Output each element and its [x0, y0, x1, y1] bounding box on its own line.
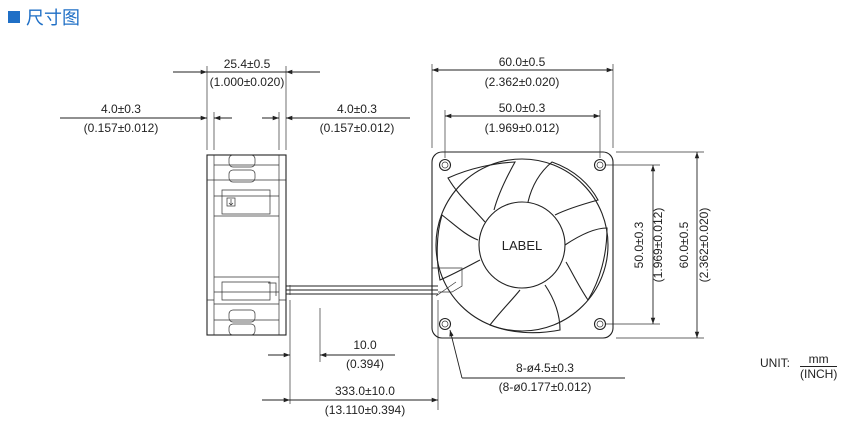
unit-label: UNIT:: [760, 356, 790, 370]
section-title-text: 尺寸图: [26, 8, 80, 29]
dim-width: 60.0±0.5 (2.362±0.020): [431, 55, 614, 148]
fan-label: LABEL: [502, 238, 542, 253]
section-title: 尺寸图: [8, 4, 80, 30]
dim-hole-diameter-in: (8-ø0.177±0.012): [499, 380, 592, 394]
dim-height: 60.0±0.5 (2.362±0.020): [616, 151, 711, 339]
dim-hole-diameter: 8-ø4.5±0.3 (8-ø0.177±0.012): [449, 329, 625, 394]
dim-width-in: (2.362±0.020): [485, 75, 560, 89]
dim-v-hole-spacing-mm: 50.0±0.3: [632, 221, 646, 268]
dim-vertical-hole-spacing: 50.0±0.3 (1.969±0.012): [606, 164, 665, 325]
unit-fraction: mm (INCH): [800, 352, 838, 381]
dim-right-offset-mm: 4.0±0.3: [337, 102, 377, 116]
dim-right-offset-in: (0.157±0.012): [320, 121, 395, 135]
unit-numerator: mm: [800, 352, 838, 367]
dim-frame-depth-in: (1.000±0.020): [210, 75, 285, 89]
dim-lead-length: 333.0±10.0 (13.110±0.394): [262, 300, 439, 417]
dim-strip-length: 10.0 (0.394): [268, 300, 395, 404]
dim-strip-mm: 10.0: [353, 338, 377, 352]
dim-right-offset: 4.0±0.3 (0.157±0.012): [262, 102, 410, 150]
dim-hole-spacing: 50.0±0.3 (1.969±0.012): [444, 101, 601, 158]
dim-v-hole-spacing-in: (1.969±0.012): [651, 208, 665, 283]
dim-left-offset-mm: 4.0±0.3: [101, 102, 141, 116]
square-bullet-icon: [8, 11, 20, 23]
dim-lead-mm: 333.0±10.0: [335, 384, 395, 398]
fan-side-view: [206, 154, 287, 336]
dim-height-mm: 60.0±0.5: [677, 221, 691, 268]
dim-frame-depth-mm: 25.4±0.5: [224, 57, 271, 71]
dim-frame-depth: 25.4±0.5 (1.000±0.020): [173, 57, 320, 150]
dim-height-in: (2.362±0.020): [697, 208, 711, 283]
lead-wires: [286, 285, 438, 295]
dim-left-offset: 4.0±0.3 (0.157±0.012): [60, 102, 232, 150]
dim-lead-in: (13.110±0.394): [325, 403, 405, 417]
unit-denominator: (INCH): [800, 367, 838, 381]
dim-left-offset-in: (0.157±0.012): [84, 121, 159, 135]
dim-hole-diameter-mm: 8-ø4.5±0.3: [516, 361, 574, 375]
dim-hole-spacing-in: (1.969±0.012): [485, 121, 560, 135]
dim-hole-spacing-mm: 50.0±0.3: [499, 101, 546, 115]
dim-strip-in: (0.394): [346, 357, 384, 371]
fan-front-view: LABEL: [431, 151, 614, 339]
dim-width-mm: 60.0±0.5: [499, 55, 546, 69]
